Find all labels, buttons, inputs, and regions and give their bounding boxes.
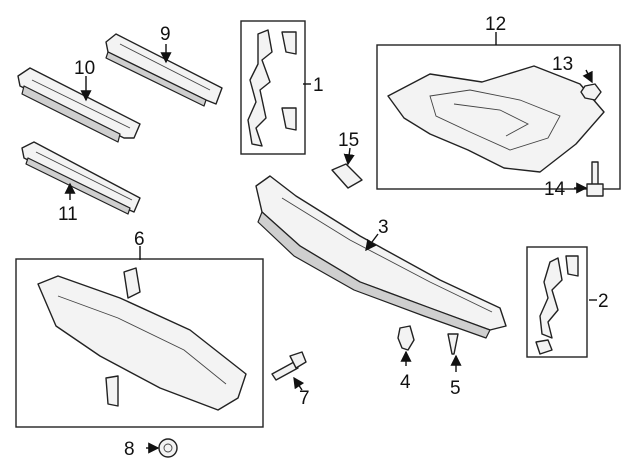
callout-10: 10 xyxy=(74,58,95,79)
bracket-2-frame xyxy=(526,246,588,358)
callout-3: 3 xyxy=(378,217,389,238)
splash-shield-part-12[interactable] xyxy=(387,65,605,173)
seal-part-9[interactable] xyxy=(105,33,223,107)
clip-part-5[interactable] xyxy=(447,333,459,355)
callout-1: 1 xyxy=(313,75,324,96)
bracket-part-1[interactable] xyxy=(247,29,297,147)
deflector-part-3[interactable] xyxy=(255,175,507,339)
callout-4: 4 xyxy=(400,372,411,393)
bolt-part-14[interactable] xyxy=(586,161,604,197)
leader-3 xyxy=(365,233,379,252)
leader-15 xyxy=(343,147,355,166)
leader-7 xyxy=(293,376,305,391)
seal-part-10[interactable] xyxy=(17,67,141,143)
callout-7: 7 xyxy=(299,388,310,409)
callout-14: 14 xyxy=(544,179,566,200)
callout-8: 8 xyxy=(124,439,135,460)
bracket-part-2[interactable] xyxy=(535,255,579,355)
callout-11: 11 xyxy=(58,204,78,225)
callout-9: 9 xyxy=(160,24,171,45)
callout-5: 5 xyxy=(450,378,461,399)
callout-2: 2 xyxy=(598,291,609,312)
bolt-part-7[interactable] xyxy=(271,351,307,381)
bracket-1-frame xyxy=(240,20,306,155)
nut-part-13[interactable] xyxy=(580,83,602,101)
splash-shield-frame xyxy=(376,44,621,190)
leader-13 xyxy=(582,69,593,84)
callout-6: 6 xyxy=(134,229,145,250)
push-pin-part-4[interactable] xyxy=(397,325,415,351)
callout-13: 13 xyxy=(552,54,573,75)
callout-12: 12 xyxy=(485,14,506,35)
grille-part-6[interactable] xyxy=(37,267,247,411)
clip-part-15[interactable] xyxy=(331,163,363,189)
seal-part-11[interactable] xyxy=(21,141,141,215)
callout-15: 15 xyxy=(338,130,359,151)
nut-part-8[interactable] xyxy=(158,438,178,458)
